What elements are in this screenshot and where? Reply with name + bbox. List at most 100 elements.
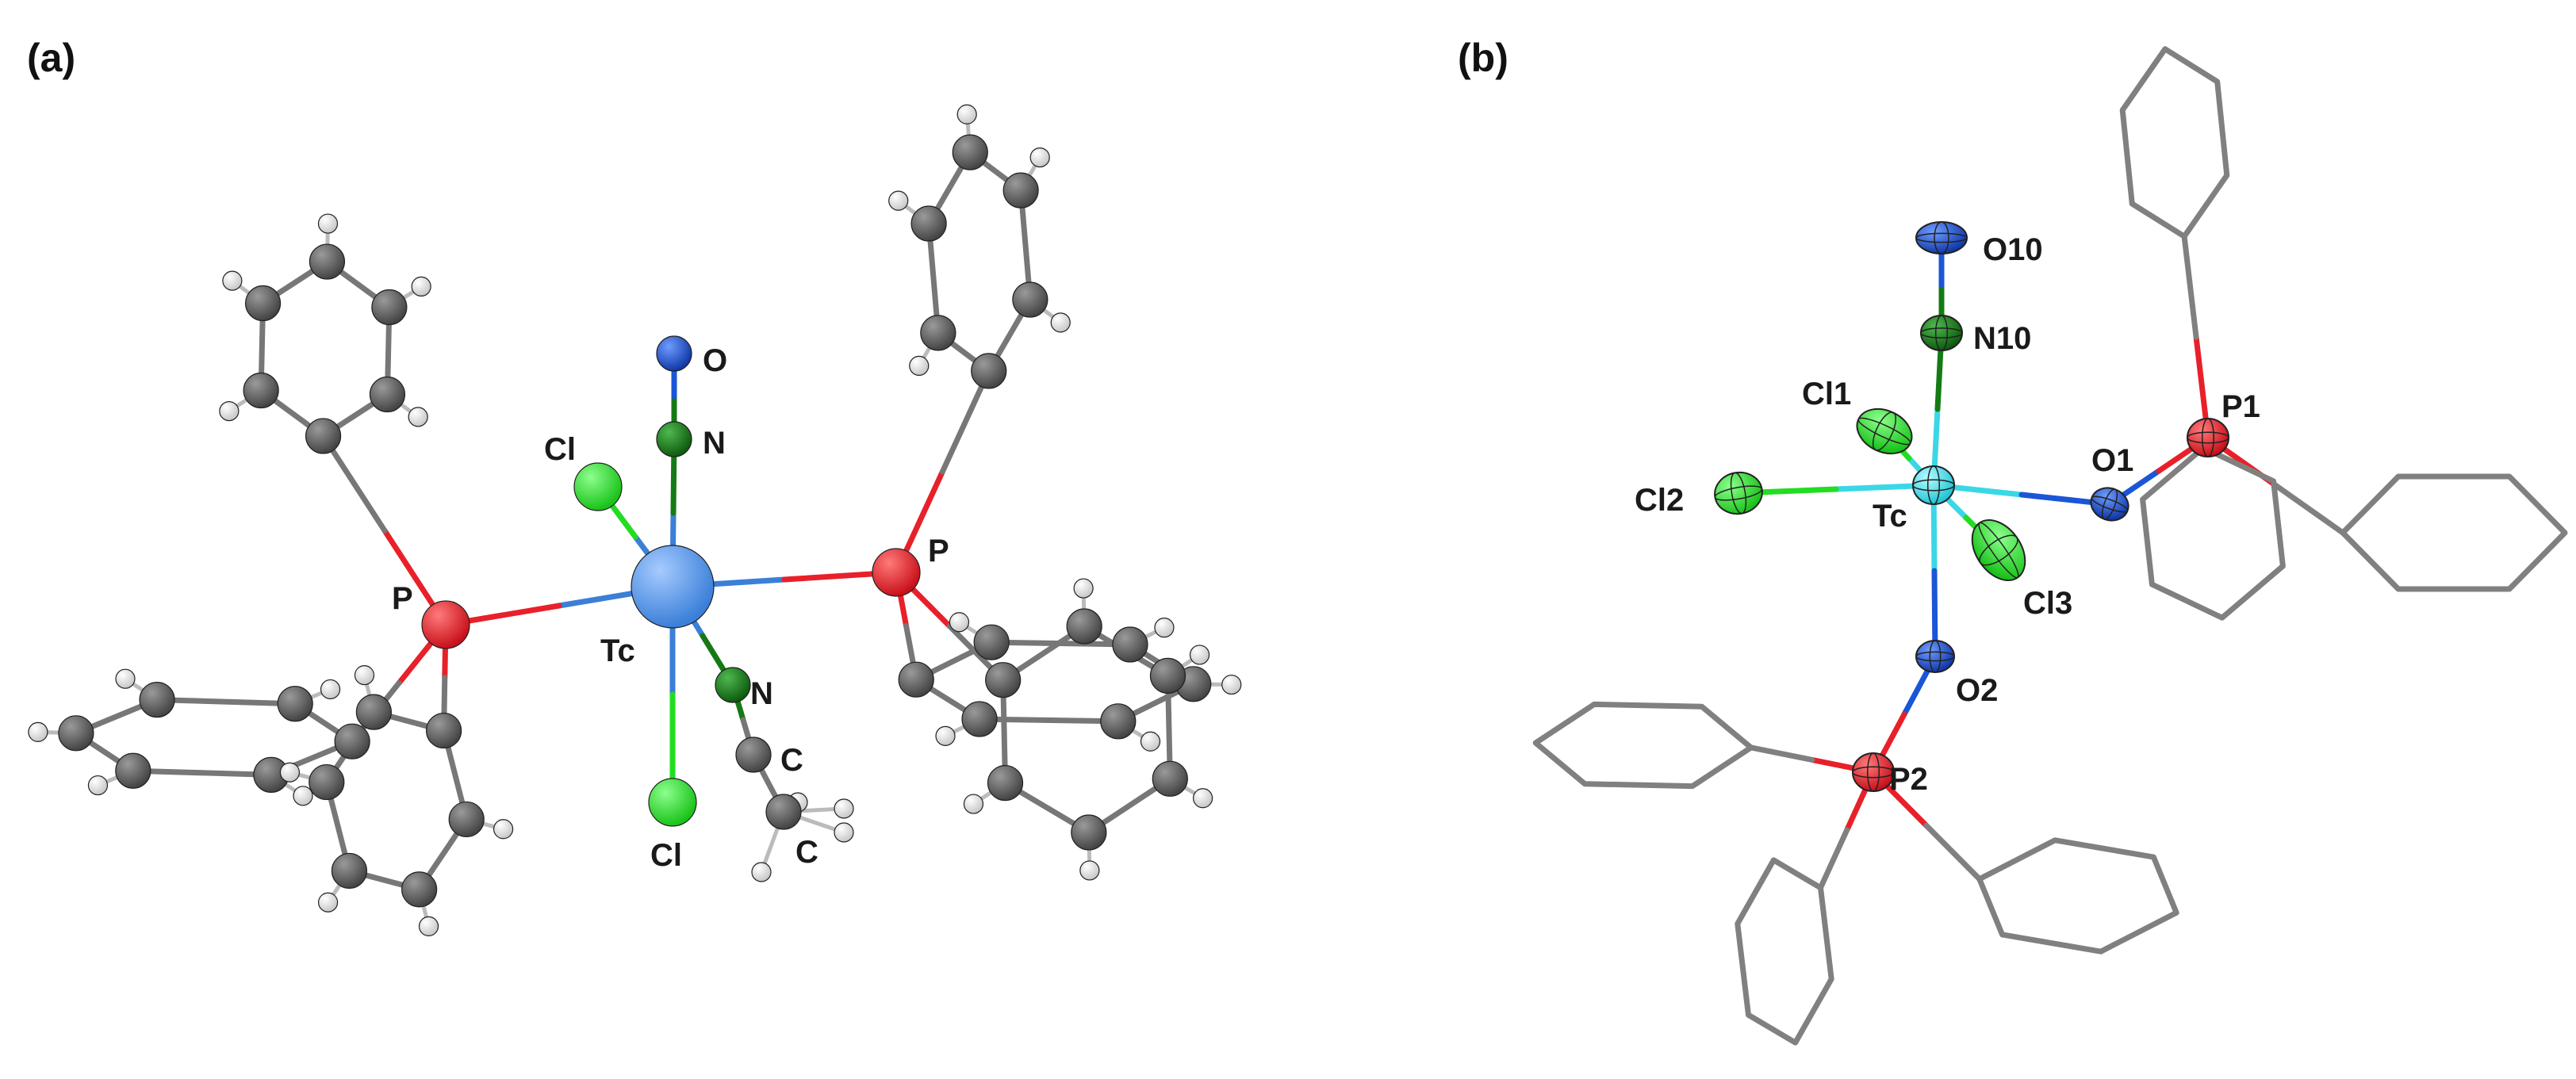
a-ring-right-top-hydrogen-4 bbox=[956, 104, 977, 124]
atom-b-o1-axis-2 bbox=[2101, 488, 2118, 520]
a-ring-left-bottom-b-hydrogen-4 bbox=[354, 665, 375, 686]
a-ring-left-top-carbon-5 bbox=[371, 289, 408, 326]
panel-a-ball-and-stick bbox=[28, 104, 1242, 936]
atom-b-cl2-axis-1 bbox=[1714, 485, 1763, 501]
a-ring-left-bottom-a-carbon-0 bbox=[334, 723, 370, 760]
panel-a-label: (a) bbox=[27, 36, 75, 80]
atom-b-cl1-body bbox=[1856, 407, 1913, 455]
a-ring-right-top-p-bond-half-2 bbox=[939, 368, 992, 475]
a-ring-right-bottom-carbon-4 bbox=[1066, 608, 1102, 645]
a-ring-left-top-hydrogen-4 bbox=[317, 213, 339, 234]
label-b-p1: P1 bbox=[2221, 389, 2260, 424]
atom-b-p1-body bbox=[2187, 418, 2229, 457]
atom-b-n10-body bbox=[1920, 315, 1963, 351]
panel-b-atoms bbox=[1714, 221, 2229, 792]
atom-b-tc bbox=[1912, 465, 1955, 505]
panel-a-atom-labels: O N Cl Tc P P N C C Cl bbox=[392, 343, 949, 873]
a-ring-left-top-hydrogen-0 bbox=[408, 407, 428, 427]
a-methyl-hydrogen-3 bbox=[834, 822, 854, 843]
a-ring-left-bottom-b-carbon-0 bbox=[448, 801, 485, 838]
atom-b-cl3 bbox=[1971, 519, 2026, 581]
a-ring-left-bottom-a-carbon-2 bbox=[115, 752, 151, 789]
a-ring-right-bottom-carbon-0 bbox=[1152, 760, 1188, 797]
label-a-p-left: P bbox=[392, 581, 413, 616]
label-b-cl2: Cl2 bbox=[1635, 483, 1684, 518]
label-b-cl1: Cl1 bbox=[1802, 377, 1851, 411]
b-ring-p2-left-p-bond-half-2 bbox=[1748, 744, 1815, 763]
a-ring-left-bottom-b-carbon-2 bbox=[331, 852, 368, 890]
a-ring-right-mid-carbon-3 bbox=[898, 661, 934, 698]
a-ring-right-top-carbon-4 bbox=[952, 134, 988, 170]
a-ring-left-bottom-b-carbon-5 bbox=[425, 712, 462, 749]
atom-a-cl-left bbox=[573, 462, 623, 511]
atom-b-o1 bbox=[2090, 487, 2129, 522]
atom-a-cl-bottom bbox=[648, 778, 697, 827]
atom-a-p-right bbox=[872, 548, 921, 597]
a-ring-left-bottom-a-hydrogen-1 bbox=[293, 786, 313, 806]
b-ring-p1-right bbox=[2340, 473, 2568, 592]
atom-b-o10-axis-2 bbox=[1934, 221, 1949, 254]
a-ring-right-mid-carbon-2 bbox=[961, 701, 998, 737]
a-ring-left-top-carbon-3 bbox=[244, 285, 282, 322]
b-ring-p2-right bbox=[1976, 837, 2179, 955]
atom-b-p1 bbox=[2187, 418, 2229, 457]
a-ring-right-bottom-hydrogen-0 bbox=[1193, 788, 1213, 809]
label-b-cl3: Cl3 bbox=[2023, 586, 2072, 621]
a-ring-left-top-hydrogen-3 bbox=[222, 270, 243, 291]
a-ring-left-bottom-b-hydrogen-0 bbox=[493, 819, 514, 840]
label-b-o2: O2 bbox=[1956, 673, 1998, 708]
atom-b-cl2-axis-2 bbox=[1730, 472, 1747, 515]
atom-b-p2-axis-1 bbox=[1852, 766, 1895, 779]
a-ring-right-top-hydrogen-2 bbox=[909, 355, 930, 377]
panel-a-bonds bbox=[36, 112, 1234, 928]
a-ring-right-top-hydrogen-0 bbox=[1050, 312, 1071, 333]
a-ring-right-mid-carbon-1 bbox=[1100, 703, 1137, 740]
label-a-cl-bottom: Cl bbox=[650, 838, 682, 873]
a-ring-right-top-hydrogen-5 bbox=[1029, 147, 1050, 168]
a-ring-right-bottom-carbon-2 bbox=[987, 765, 1024, 802]
label-a-p-right: P bbox=[928, 534, 949, 568]
a-ring-left-bottom-a-carbon-4 bbox=[139, 681, 175, 718]
atom-b-o2-axis-2 bbox=[1929, 640, 1942, 673]
atom-b-tc-axis-1 bbox=[1912, 479, 1955, 492]
a-ring-left-top-carbon-2 bbox=[243, 372, 279, 409]
label-b-n10: N10 bbox=[1973, 321, 2031, 356]
atom-a-c1 bbox=[735, 737, 772, 773]
a-ring-right-top-bond-2 bbox=[926, 220, 941, 336]
a-methyl-hydrogen-1 bbox=[834, 798, 854, 819]
label-a-tc: Tc bbox=[600, 633, 635, 668]
a-ring-right-bottom-carbon-3 bbox=[985, 662, 1022, 698]
atom-b-o1-body bbox=[2090, 487, 2129, 522]
atom-b-cl2 bbox=[1714, 471, 1763, 515]
a-ring-left-bottom-a-bond-1 bbox=[130, 767, 274, 778]
label-b-tc: Tc bbox=[1873, 499, 1907, 534]
atom-b-cl1 bbox=[1856, 407, 1913, 455]
atom-b-p2 bbox=[1852, 752, 1895, 792]
a-ring-left-bottom-b-hydrogen-3 bbox=[279, 762, 301, 782]
atom-b-o10-body bbox=[1915, 221, 1968, 254]
a-ring-left-top-carbon-1 bbox=[305, 418, 342, 454]
b-ring-p1-top-p-bond-half-2 bbox=[2181, 233, 2199, 340]
atom-b-o1-axis-1 bbox=[2091, 495, 2129, 513]
a-ring-left-bottom-a-bond-4 bbox=[154, 697, 298, 707]
b-ring-p2-left bbox=[1532, 701, 1754, 790]
a-ring-right-mid-hydrogen-2 bbox=[935, 725, 956, 746]
label-a-n-top: N bbox=[703, 426, 726, 461]
a-ring-left-bottom-b-carbon-4 bbox=[355, 694, 392, 730]
a-ring-right-mid-hydrogen-1 bbox=[1140, 731, 1161, 752]
atom-b-p1-axis-1 bbox=[2187, 431, 2229, 444]
atom-b-o2-body bbox=[1915, 640, 1955, 673]
panel-b-label: (b) bbox=[1458, 36, 1508, 80]
a-ring-right-top-hydrogen-3 bbox=[888, 190, 909, 211]
a-ring-right-bottom-hydrogen-2 bbox=[963, 794, 984, 814]
atom-b-n10-axis-2 bbox=[1934, 315, 1949, 351]
b-ring-p2-bottom bbox=[1735, 857, 1834, 1046]
a-ring-left-bottom-a-carbon-3 bbox=[58, 715, 94, 752]
atom-b-n10 bbox=[1920, 315, 1963, 351]
a-ring-left-top-carbon-0 bbox=[369, 376, 406, 413]
label-b-o1: O1 bbox=[2091, 443, 2133, 478]
a-ring-left-bottom-a-hydrogen-2 bbox=[87, 775, 109, 796]
b-ring-p2-bottom-p-bond-half-2 bbox=[1817, 827, 1850, 891]
atom-a-n-top bbox=[656, 421, 692, 457]
